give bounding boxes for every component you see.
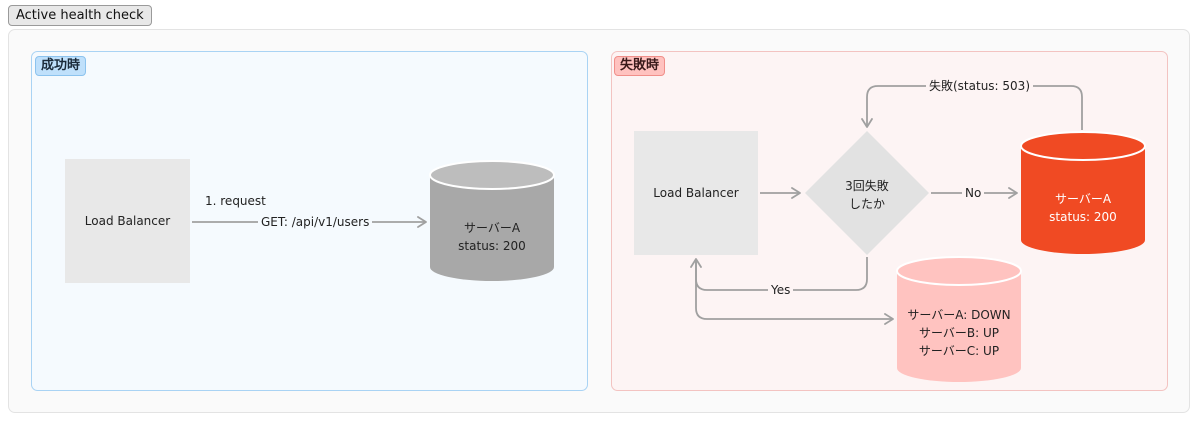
registry-line-b: サーバーB: UP: [919, 326, 999, 340]
lb-to-registry-arrow: [695, 262, 894, 325]
page-title: Active health check: [8, 5, 152, 26]
success-edge-step: 1. request: [205, 194, 266, 208]
failure-label: 失敗時: [614, 56, 666, 76]
failure-server-status: status: 200: [1049, 210, 1117, 224]
edge-no-label: No: [962, 186, 985, 200]
failure-server-name: サーバーA: [1054, 192, 1112, 206]
registry-line-a: サーバーA: DOWN: [907, 308, 1011, 322]
failure-load-balancer: [634, 131, 758, 255]
decision-diamond: [805, 131, 929, 255]
decision-line1: 3回失敗: [845, 179, 889, 193]
success-server-cylinder: [429, 160, 555, 281]
success-server-status: status: 200: [458, 239, 526, 253]
success-edge-request: GET: /api/v1/users: [258, 215, 373, 229]
registry-line-c: サーバーC: UP: [918, 344, 1000, 358]
success-server-name: サーバーA: [463, 221, 521, 235]
success-label: 成功時: [35, 56, 87, 76]
edge-fail-label: 失敗(status: 503): [926, 79, 1033, 93]
success-load-balancer: [65, 159, 190, 283]
edge-yes-label: Yes: [768, 283, 794, 297]
decision-line2: したか: [848, 197, 885, 211]
success-load-balancer-label: Load Balancer: [84, 214, 171, 228]
failure-server-cylinder: [1020, 131, 1146, 254]
failure-load-balancer-label: Load Balancer: [653, 186, 739, 200]
registry-cylinder: [896, 256, 1022, 382]
